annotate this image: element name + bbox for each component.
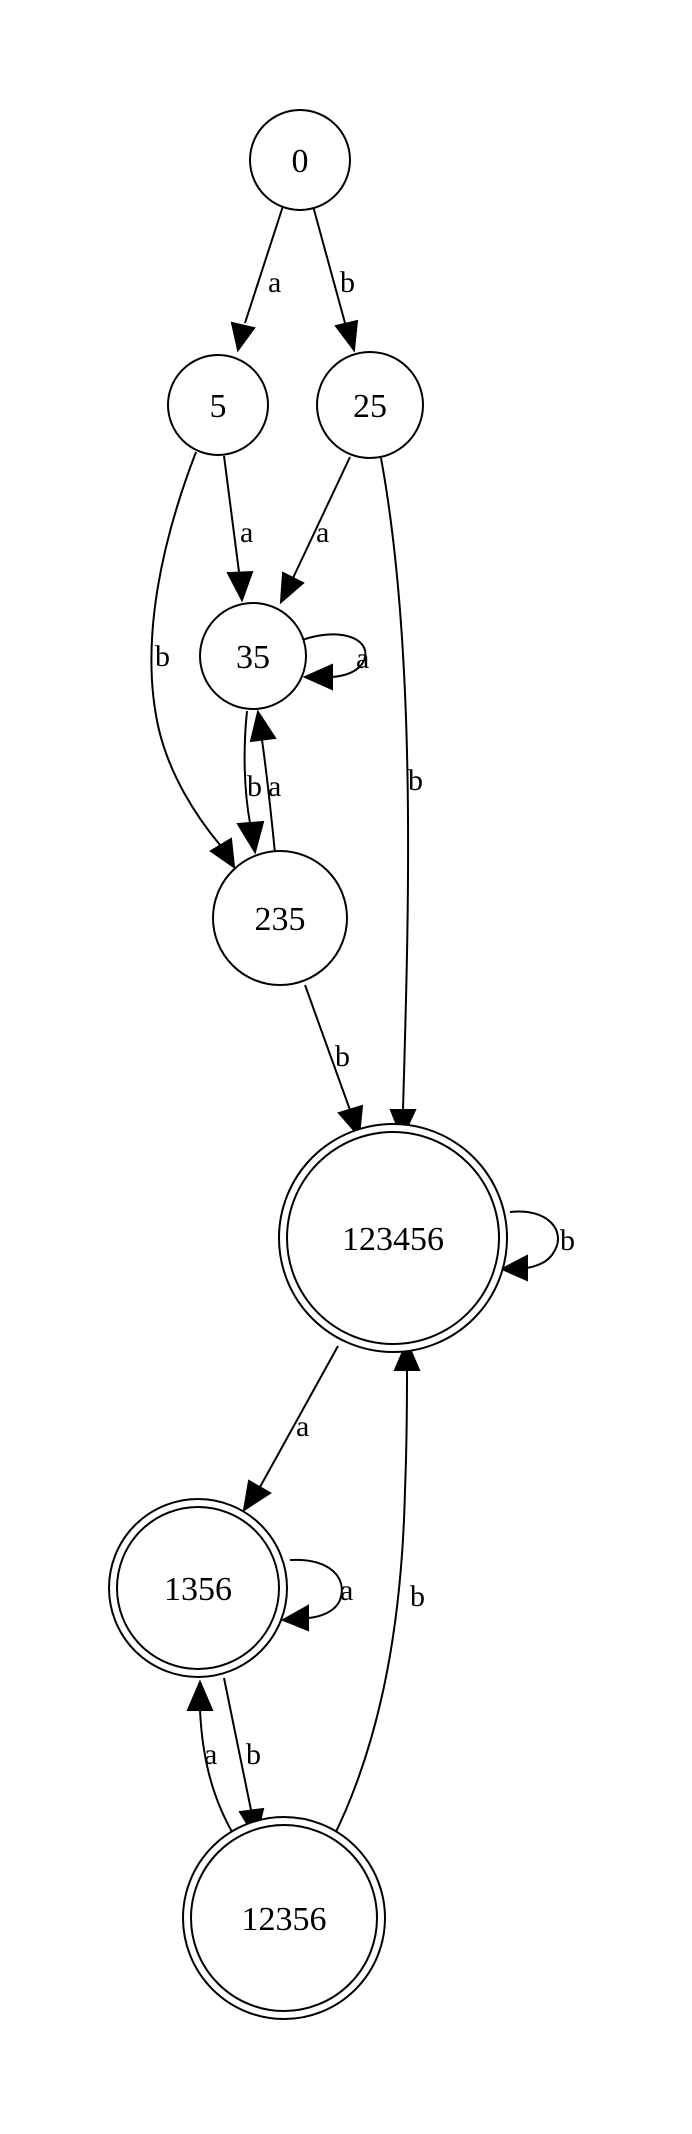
edge-12356-to-1356: a [186,1679,236,1838]
edge-label-12356-to-123456: b [410,1580,425,1613]
state-label-5: 5 [210,388,227,425]
state-5: 5 [167,354,269,456]
edge-label-235-to-35: a [268,770,281,803]
edge-0-to-5: a [230,205,284,353]
edge-5-to-235: b [150,451,236,870]
edge-label-0-to-25: b [340,266,355,299]
edge-label-35-to-235: b [247,770,262,803]
edge-235-to-123456: b [304,984,364,1139]
state-12356: 12356 [182,1816,386,2020]
edge-label-1356-to-1356: a [340,1574,353,1607]
edge-123456-to-1356: a [242,1345,339,1513]
state-0: 0 [249,109,351,211]
edge-12356-to-123456: b [331,1339,425,1841]
edge-0-to-25: b [312,205,359,353]
state-label-0: 0 [292,143,309,180]
edge-label-12356-to-1356: a [204,1738,217,1771]
state-1356: 1356 [108,1498,288,1678]
edge-label-0-to-5: a [268,266,281,299]
state-label-35: 35 [236,639,270,676]
edge-label-5-to-35: a [240,516,253,549]
edge-label-5-to-235: b [155,640,170,673]
edge-1356-to-1356: a [280,1558,353,1632]
edge-label-35-to-35: a [356,642,369,675]
state-label-123456: 123456 [342,1221,444,1258]
edge-label-123456-to-1356: a [296,1410,309,1443]
edge-35-to-235: b [236,710,265,855]
edge-label-25-to-123456: b [408,764,423,797]
state-35: 35 [199,602,307,710]
edge-235-to-35: a [249,709,281,854]
state-label-25: 25 [353,388,387,425]
edge-label-235-to-123456: b [335,1040,350,1073]
edge-label-25-to-35: a [316,516,329,549]
state-235: 235 [212,850,348,986]
edge-label-1356-to-12356: b [246,1738,261,1771]
edge-123456-to-123456: b [499,1210,575,1282]
edge-5-to-35: a [223,455,254,603]
state-25: 25 [316,351,424,459]
edge-25-to-35: a [279,456,351,605]
edge-35-to-35: a [301,633,369,691]
state-label-12356: 12356 [242,1901,327,1938]
edge-1356-to-12356: b [223,1677,265,1841]
state-label-1356: 1356 [164,1571,232,1608]
state-123456: 123456 [278,1123,508,1353]
edge-25-to-123456: b [380,457,423,1141]
state-label-235: 235 [255,901,306,938]
edge-label-123456-to-123456: b [560,1224,575,1257]
